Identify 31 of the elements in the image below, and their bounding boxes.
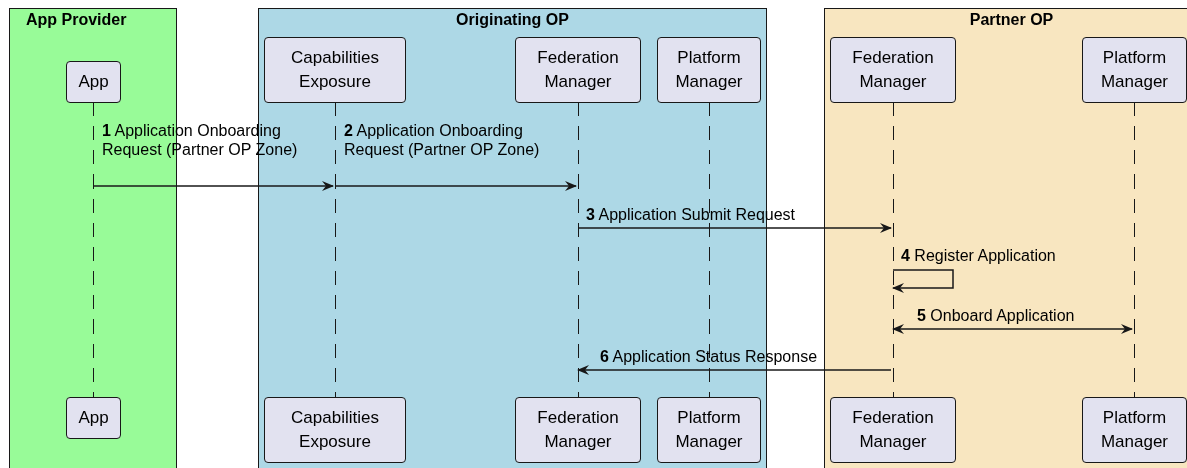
lifeline (893, 103, 894, 397)
message-arrow (334, 181, 577, 191)
message-arrow (577, 365, 892, 375)
edge-label: 4 Register Application (901, 246, 1056, 265)
lifeline (1134, 103, 1135, 397)
lifeline (335, 103, 336, 397)
lifeline (93, 103, 94, 397)
message-arrow (577, 223, 892, 233)
participant-box: Platform Manager (1082, 397, 1187, 463)
message-arrow (892, 269, 954, 293)
participant-box: Federation Manager (515, 37, 641, 103)
participant-box: Platform Manager (657, 37, 761, 103)
message-arrow (92, 181, 334, 191)
group-title: Partner OP (969, 10, 1054, 30)
participant-box: Federation Manager (515, 397, 641, 463)
participant-box: Federation Manager (830, 397, 956, 463)
participant-box: Capabilities Exposure (264, 397, 406, 463)
group-panel (824, 8, 1187, 468)
participant-box: Platform Manager (1082, 37, 1187, 103)
participant-box: Capabilities Exposure (264, 37, 406, 103)
participant-box: App (66, 397, 121, 439)
group-title: App Provider (26, 10, 127, 30)
group-title: Originating OP (456, 10, 569, 30)
lifeline (709, 103, 710, 397)
lifeline (578, 103, 579, 397)
edge-label: 2 Application Onboarding Request (Partner OP Zone) (344, 121, 541, 159)
message-arrow (892, 324, 1133, 334)
participant-box: Platform Manager (657, 397, 761, 463)
participant-box: App (66, 61, 121, 103)
participant-box: Federation Manager (830, 37, 956, 103)
edge-label: 5 Onboard Application (917, 306, 1075, 325)
